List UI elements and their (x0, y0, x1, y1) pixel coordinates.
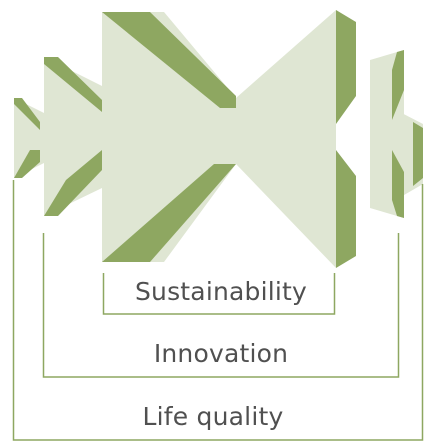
sustainability-top-diagonal (102, 12, 236, 108)
label-life-quality: Life quality (142, 402, 284, 431)
sustainability-right-lower-band (336, 150, 356, 268)
life-quality-right-accent (413, 122, 423, 186)
life-quality-upper-accent (14, 98, 40, 130)
shape-sustainability (102, 10, 356, 268)
shape-innovation (44, 50, 404, 218)
innovation-lower-accent (44, 150, 102, 216)
sustainability-bottom-diagonal (102, 164, 236, 262)
life-quality-lower-accent (14, 150, 40, 178)
sustainability-right-upper-band (336, 10, 356, 124)
bracket-sustainability (102, 273, 336, 315)
bracket-innovation (42, 233, 400, 378)
innovation-right-upper-accent (392, 50, 404, 120)
sustainability-right-wing (236, 10, 336, 268)
label-sustainability: Sustainability (134, 277, 308, 306)
brackets (12, 180, 424, 441)
bracket-life-quality (12, 180, 424, 441)
innovation-right-lower-accent (392, 150, 404, 218)
innovation-upper-accent (44, 57, 102, 112)
label-innovation: Innovation (153, 339, 289, 368)
